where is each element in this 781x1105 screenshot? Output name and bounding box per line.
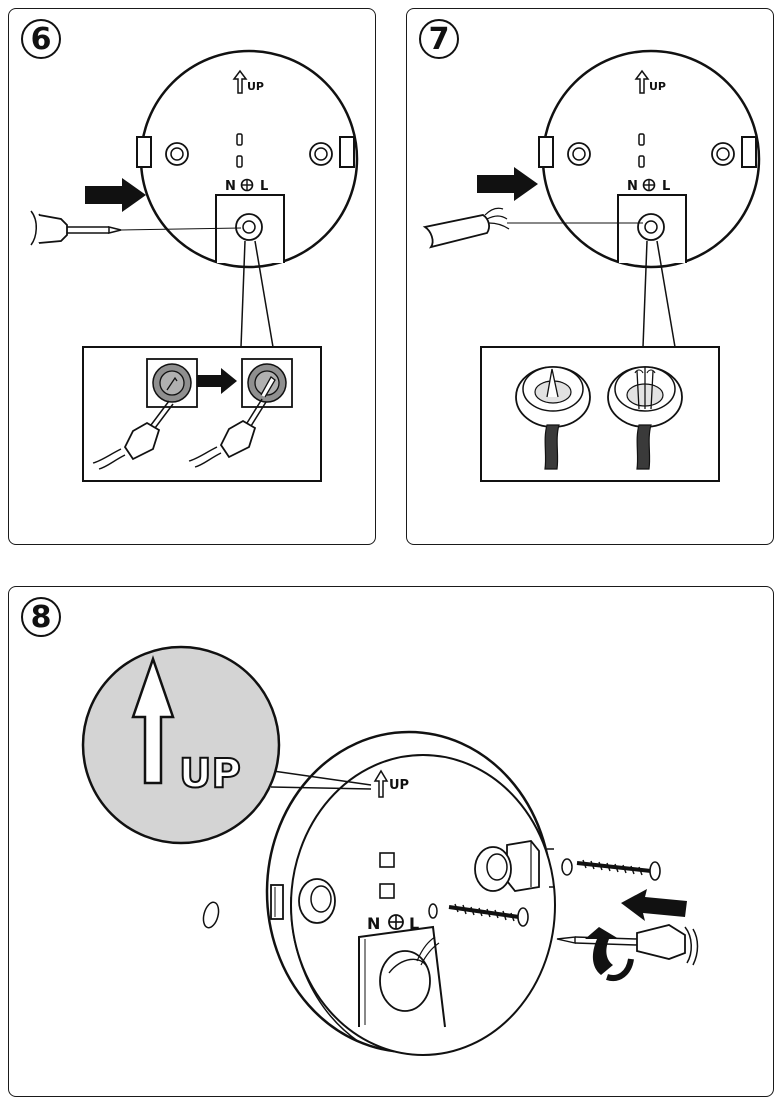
right-clip: [339, 136, 355, 168]
slot: [236, 133, 243, 146]
screw-hole-right: [309, 142, 333, 166]
arrow-right-icon: [85, 178, 146, 212]
earth-symbol-icon: [642, 178, 656, 192]
screw-icon: [561, 858, 661, 881]
step-6-panel: 6 UP N L: [8, 8, 376, 545]
small-hole: [428, 903, 438, 919]
step-8-number: 8: [30, 599, 52, 635]
screwdriver-icon: [556, 924, 699, 966]
up-arrow-icon: [131, 655, 175, 785]
step-6-illustration: UP N L: [30, 49, 359, 482]
up-arrow-icon: [373, 769, 389, 798]
screwdriver-icon: [30, 210, 242, 246]
mounting-plate: [265, 730, 556, 1056]
knockout-box: [358, 925, 446, 1028]
earth-symbol-icon: [240, 178, 254, 192]
step-8-panel: 8 UP: [8, 586, 774, 1097]
step-8-badge: 8: [21, 597, 61, 637]
step-6-number: 6: [30, 21, 52, 57]
terminal-n-label: N: [627, 179, 638, 194]
cable-icon: [422, 207, 643, 249]
terminal-n-label: N: [367, 914, 380, 933]
screw-hole-left: [567, 142, 591, 166]
step-7-badge: 7: [419, 19, 459, 59]
cable-grommet: [235, 213, 263, 241]
step-6-badge: 6: [21, 19, 61, 59]
slot: [236, 155, 243, 168]
screw-boss-right: [474, 846, 512, 892]
slot: [638, 155, 645, 168]
grommet-pierced: [241, 358, 293, 408]
left-clip: [136, 136, 152, 168]
earth-symbol-icon: [388, 914, 404, 930]
right-clip: [506, 840, 540, 892]
arrow-right-icon: [197, 368, 237, 394]
up-label: UP: [649, 80, 666, 93]
slot: [638, 133, 645, 146]
terminal-n-label: N: [225, 179, 236, 194]
left-clip: [538, 136, 554, 168]
up-label: UP: [247, 80, 264, 93]
slot: [379, 883, 395, 899]
screwdriver-icon: [188, 398, 267, 468]
grommet-intact: [146, 358, 198, 408]
rotate-arrow-icon: [585, 927, 634, 981]
step-7-number: 7: [428, 21, 450, 57]
grommet-wired: [607, 366, 683, 470]
screw-boss-left: [298, 878, 336, 924]
screw-icon: [448, 903, 529, 927]
terminal-l-label: L: [260, 179, 268, 194]
arrow-right-icon: [477, 167, 538, 201]
arrow-left-icon: [621, 889, 687, 921]
step-7-panel: 7 UP N L: [406, 8, 774, 545]
callout-up-label: UP: [179, 751, 241, 797]
step-7-illustration: UP N L: [422, 49, 761, 482]
step-8-illustration: UP N L: [81, 645, 699, 1056]
screw-hole-left: [165, 142, 189, 166]
grommet-closed: [515, 366, 591, 470]
wall-hole: [202, 901, 220, 929]
up-arrow-icon: [232, 69, 248, 94]
terminal-l-label: L: [662, 179, 670, 194]
magnifier-callout: [81, 645, 281, 845]
cable-grommet: [637, 213, 665, 241]
up-label: UP: [389, 778, 409, 793]
up-arrow-icon: [634, 69, 650, 94]
right-clip: [741, 136, 757, 168]
slot: [379, 852, 395, 868]
left-clip: [270, 884, 284, 920]
terminal-l-label: L: [409, 914, 419, 933]
screwdriver-icon: [92, 400, 174, 470]
detail-box: [480, 346, 720, 482]
screw-hole-right: [711, 142, 735, 166]
